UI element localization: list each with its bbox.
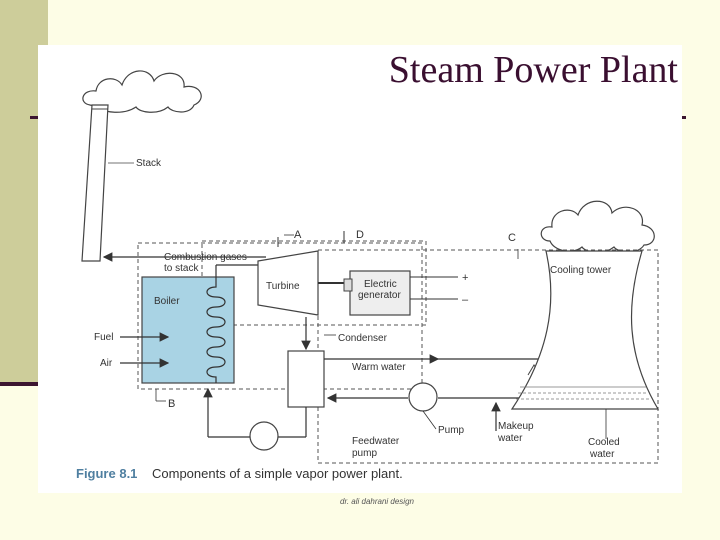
figure-caption-label: Figure 8.1: [76, 466, 137, 481]
steam-cloud: [540, 200, 655, 253]
footer-credit: dr. ali dahrani design: [340, 497, 414, 506]
stack-label: Stack: [136, 158, 162, 169]
water-basin: [516, 386, 650, 400]
boundary-c-label: C: [508, 232, 516, 244]
accent-rule: [0, 382, 40, 386]
feedwater-label-2: pump: [352, 448, 377, 459]
boiler: [141, 276, 235, 384]
condenser-label: Condenser: [338, 333, 388, 344]
turbine: [257, 250, 319, 316]
plus-label: +: [462, 272, 468, 284]
slide-title: Steam Power Plant: [388, 49, 678, 91]
smoke-cloud: [82, 70, 202, 113]
cooling-tower-label: Cooling tower: [550, 265, 612, 276]
generator-label-1: Electric: [364, 279, 397, 290]
condenser: [287, 350, 325, 408]
electric-generator: [349, 270, 411, 316]
boundary-b-label: B: [168, 398, 175, 410]
boundary-d-label: D: [356, 229, 364, 241]
warm-water-label: Warm water: [352, 362, 406, 373]
generator-label-2: generator: [358, 290, 401, 301]
stack: [81, 104, 109, 262]
power-plant-diagram: Stack Combustion gases to stack A D B C …: [76, 70, 660, 481]
boiler-label: Boiler: [154, 296, 180, 307]
minus-label: –: [462, 294, 469, 306]
feedwater-pump: [249, 421, 279, 451]
makeup-label-2: water: [497, 433, 523, 444]
pump-label: Pump: [438, 425, 465, 436]
feedwater-label-1: Feedwater: [352, 436, 400, 447]
figure-caption: Components of a simple vapor power plant…: [152, 466, 403, 481]
combustion-label-2: to stack: [164, 263, 199, 274]
combustion-label-1: Combustion gases: [164, 252, 247, 263]
boundary-b: [137, 242, 423, 390]
boiler-coil: [206, 277, 226, 383]
pump: [408, 382, 438, 412]
cooling-tower: [510, 250, 660, 410]
figure-panel: Stack Combustion gases to stack A D B C …: [38, 45, 682, 493]
boundary-c: [317, 249, 659, 464]
fuel-label: Fuel: [94, 332, 113, 343]
makeup-label-1: Makeup: [498, 421, 534, 432]
cooled-label-2: water: [589, 449, 615, 460]
cooled-label-1: Cooled: [588, 437, 620, 448]
boundary-a-label: A: [294, 229, 302, 241]
air-label: Air: [100, 358, 113, 369]
turbine-label: Turbine: [266, 281, 300, 292]
